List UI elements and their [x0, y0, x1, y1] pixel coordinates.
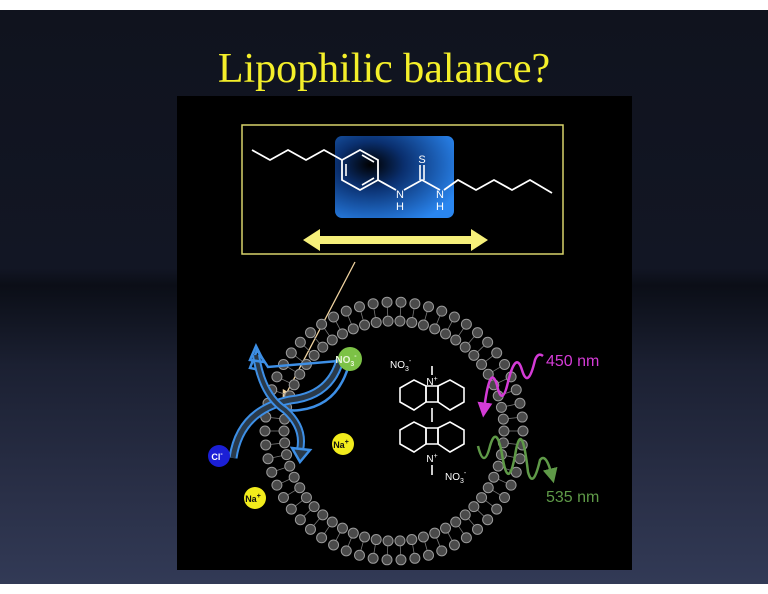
lipid-bilayer-vesicle: [259, 296, 529, 566]
excitation-label: 450 nm: [546, 353, 599, 370]
counterion-bottom: NO3-: [445, 470, 467, 485]
svg-text:N+: N+: [426, 376, 437, 388]
hydrogen-atom-2: H: [436, 201, 444, 213]
counterion-top: NO3-: [390, 358, 412, 373]
figure-panel: S N H N H: [177, 96, 632, 570]
svg-text:N+: N+: [426, 453, 437, 465]
right-alkyl-chain: [443, 178, 553, 194]
emission-label: 535 nm: [546, 489, 599, 506]
hydrogen-atom-1: H: [396, 201, 404, 213]
slide: Lipophilic balance?: [0, 10, 768, 584]
svg-text:Cl-: Cl-: [211, 451, 223, 462]
lucigenin-molecule: NO3- N+ N+ NO3-: [390, 358, 467, 485]
svg-text:Na+: Na+: [333, 439, 349, 450]
diagram-svg: S N H N H: [208, 124, 599, 566]
sodium-ion-inner: Na+: [332, 433, 354, 455]
nitrogen-atom-2: N: [436, 189, 444, 201]
svg-text:NO3-: NO3-: [335, 353, 357, 368]
sulfur-atom: S: [418, 154, 425, 166]
double-headed-arrow-icon: [303, 229, 488, 251]
transport-arrows: [228, 343, 352, 465]
nitrogen-atom-1: N: [396, 189, 404, 201]
molecule-frame: S N H N H: [241, 124, 564, 255]
svg-text:Na+: Na+: [245, 493, 261, 504]
excitation-wave-icon: [477, 353, 544, 418]
sodium-ion-outer: Na+: [244, 487, 266, 509]
left-alkyl-chain: [251, 148, 343, 162]
chloride-ion: Cl-: [208, 445, 230, 467]
slide-title: Lipophilic balance?: [217, 46, 551, 92]
nitrate-ion: NO3-: [335, 347, 362, 371]
emission-wave-icon: [476, 435, 558, 484]
